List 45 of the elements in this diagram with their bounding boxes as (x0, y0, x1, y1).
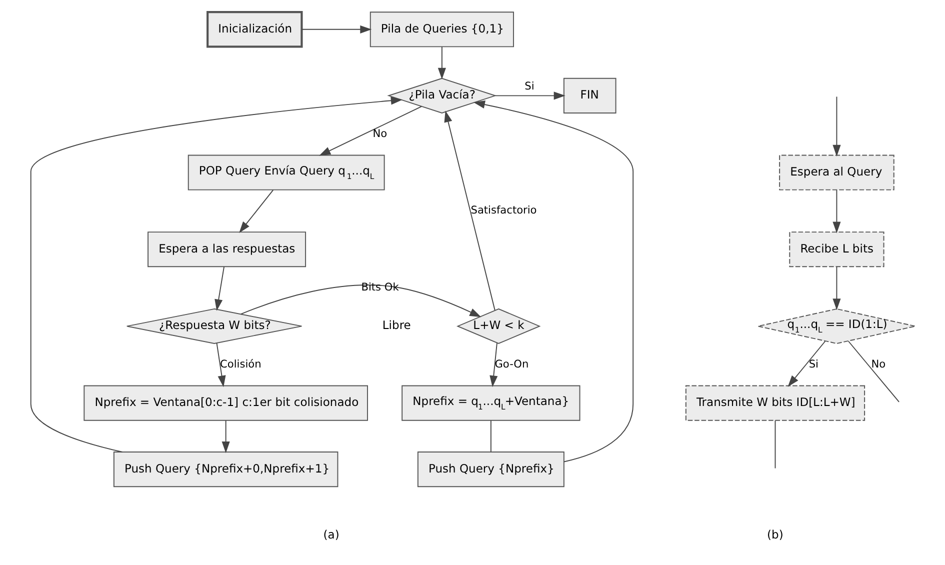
arrow (238, 190, 274, 233)
node-diamond: ¿Pila Vacía? (386, 78, 496, 114)
node-box: Recibe L bits (788, 232, 884, 268)
edge-label: Colisión (220, 358, 261, 370)
arrow (444, 110, 495, 311)
connector (847, 340, 900, 402)
connector (490, 420, 491, 452)
node-box: Espera al Query (778, 154, 894, 190)
node-box: Nprefix = q$_{1}$...q$_{L}$+Ventana} (401, 385, 580, 421)
arrow (214, 266, 224, 311)
node-box: Push Query {Nprefix} (416, 452, 564, 488)
node-box: POP Query Envía Query q$_{1}$...q$_{L}$ (187, 154, 384, 190)
arrow (494, 92, 565, 100)
node-box: Push Query {Nprefix+0,Nprefix+1} (112, 452, 338, 488)
arrow (318, 106, 422, 156)
edge-label: Go-On (494, 358, 528, 370)
arrow (787, 340, 826, 387)
edge-label: Satisfactorio (470, 204, 536, 217)
edge-label: No (372, 128, 387, 140)
label: (b) (766, 528, 783, 542)
node-diamond: q$_{1}$...q$_{L}$ == ID(1:L) (757, 308, 916, 344)
arrow (472, 100, 634, 462)
node-box: Nprefix = Ventana[0:c-1] c:1er bit colisionado (83, 385, 368, 421)
label: (a) (322, 528, 339, 542)
arrow (489, 342, 498, 388)
arrow (437, 46, 446, 80)
arrow (221, 420, 230, 454)
node-diamond: ¿Respuesta W bits? (126, 308, 302, 344)
node-box: FIN (562, 78, 616, 114)
arrow (832, 190, 840, 234)
edge-label: Si (808, 358, 818, 370)
node-box: Transmite W bits ID[L:L+W] (684, 385, 865, 421)
connector (774, 420, 776, 469)
arrow (832, 266, 840, 310)
node-box: Pila de Queries {0,1} (369, 12, 514, 48)
edge-label: Si (524, 80, 534, 93)
node-box: Espera a las respuestas (147, 232, 306, 268)
arrow (30, 96, 402, 452)
edge-label: No (870, 358, 886, 370)
node-box: Inicialización (206, 11, 302, 48)
label: Libre (382, 318, 410, 332)
arrow (240, 284, 481, 318)
arrow (832, 96, 840, 156)
arrow (216, 342, 226, 388)
arrow (300, 25, 372, 34)
